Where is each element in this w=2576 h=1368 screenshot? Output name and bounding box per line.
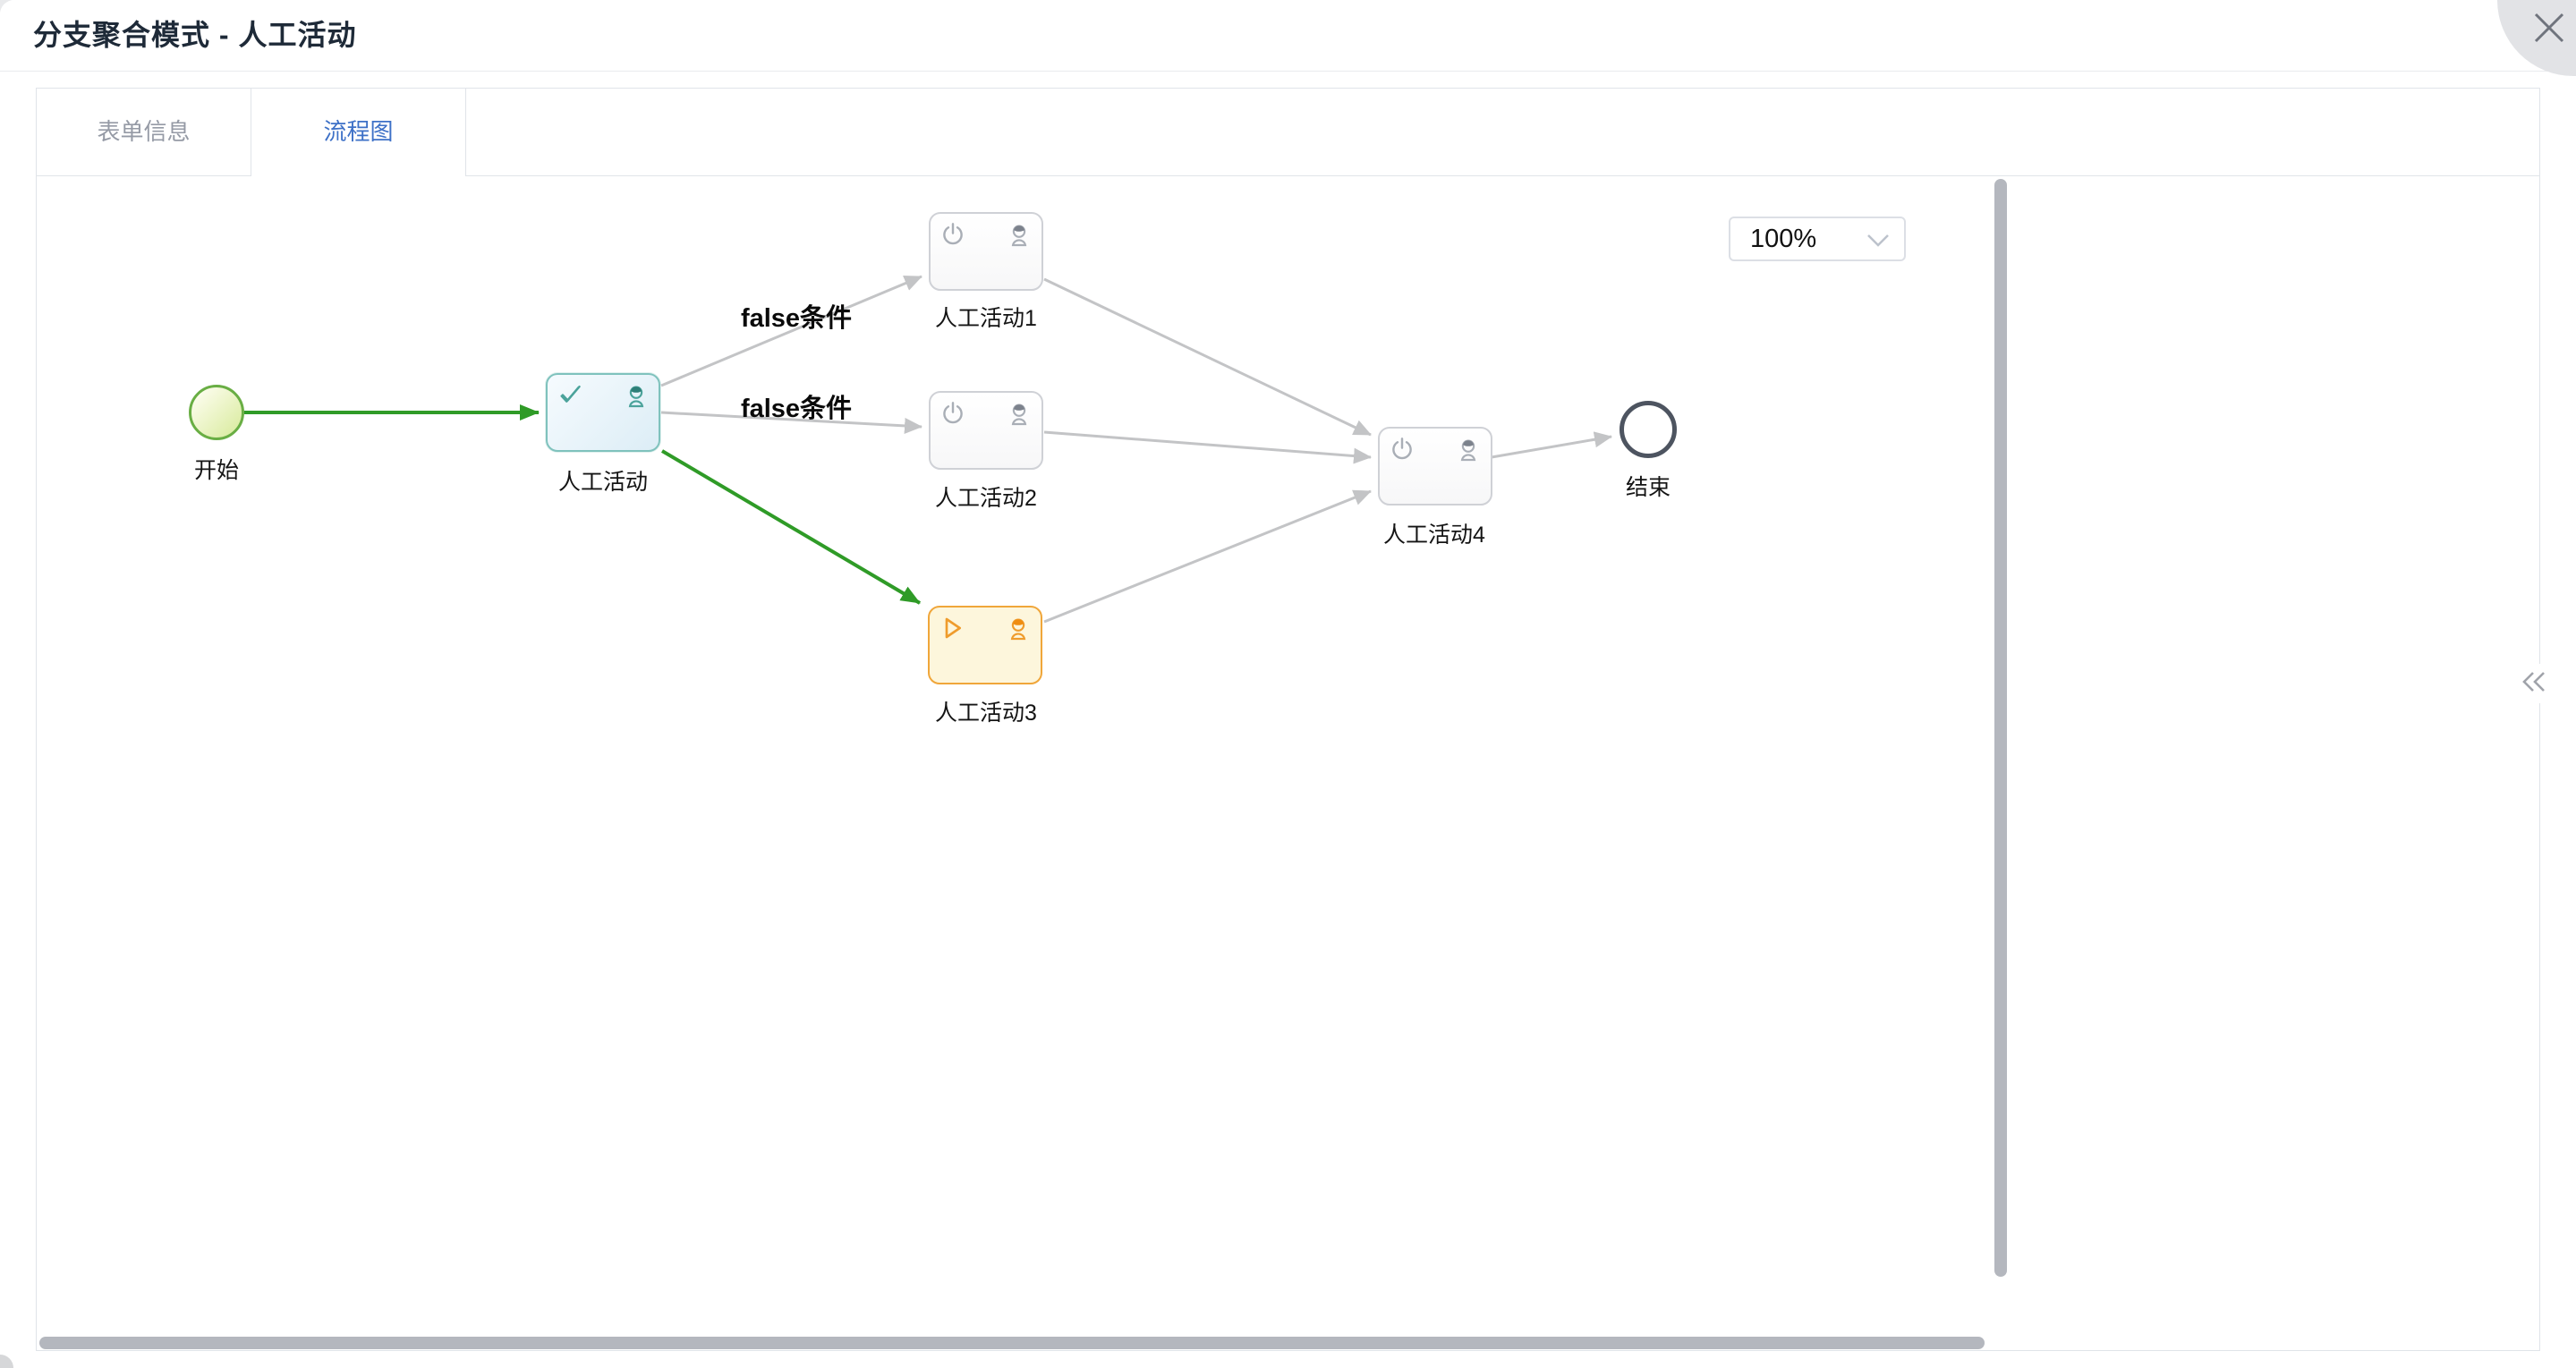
zoom-level-select[interactable]: 100% (1729, 217, 1906, 261)
node-task-main[interactable] (546, 373, 660, 452)
vertical-scrollbar-thumb[interactable] (1994, 179, 2007, 1277)
power-icon (939, 220, 967, 253)
node-task-4[interactable] (1378, 427, 1492, 506)
corner-decoration (0, 1355, 13, 1368)
node-label-task-4: 人工活动4 (1383, 523, 1485, 548)
tabs-panel: 表单信息 流程图 (36, 88, 2540, 1351)
user-icon (622, 381, 650, 414)
node-task-1[interactable] (929, 212, 1043, 291)
tab-flow-chart[interactable]: 流程图 (251, 89, 466, 176)
user-icon (1454, 435, 1483, 468)
node-label-task-1: 人工活动1 (935, 306, 1037, 331)
power-icon (939, 399, 967, 432)
node-label-end: 结束 (1625, 475, 1671, 500)
node-label-start: 开始 (193, 458, 239, 483)
dialog-header: 分支聚合模式 - 人工活动 (0, 0, 2576, 72)
play-icon (938, 614, 966, 647)
horizontal-scrollbar-thumb[interactable] (39, 1337, 1985, 1349)
node-start-event[interactable] (189, 385, 244, 440)
edge-label-false-condition-2: false条件 (740, 395, 853, 423)
node-end-event[interactable] (1620, 401, 1677, 458)
user-icon (1005, 399, 1033, 432)
zoom-level-value: 100% (1750, 225, 1817, 253)
tab-bar: 表单信息 流程图 (37, 89, 2539, 176)
check-icon (556, 381, 584, 414)
power-icon (1388, 435, 1416, 468)
edge-label-false-condition-1: false条件 (740, 304, 853, 333)
node-label-main: 人工活动 (557, 470, 648, 495)
user-icon (1005, 220, 1033, 253)
tab-form-info[interactable]: 表单信息 (37, 89, 251, 175)
node-task-2[interactable] (929, 391, 1043, 470)
node-label-task-2: 人工活动2 (935, 486, 1037, 511)
user-icon (1004, 614, 1033, 647)
collapse-left-icon (2520, 667, 2550, 701)
node-label-task-3: 人工活动3 (935, 701, 1037, 726)
page-title: 分支聚合模式 - 人工活动 (33, 19, 357, 51)
collapse-panel-button[interactable] (2514, 664, 2555, 703)
node-task-3[interactable] (928, 606, 1042, 684)
